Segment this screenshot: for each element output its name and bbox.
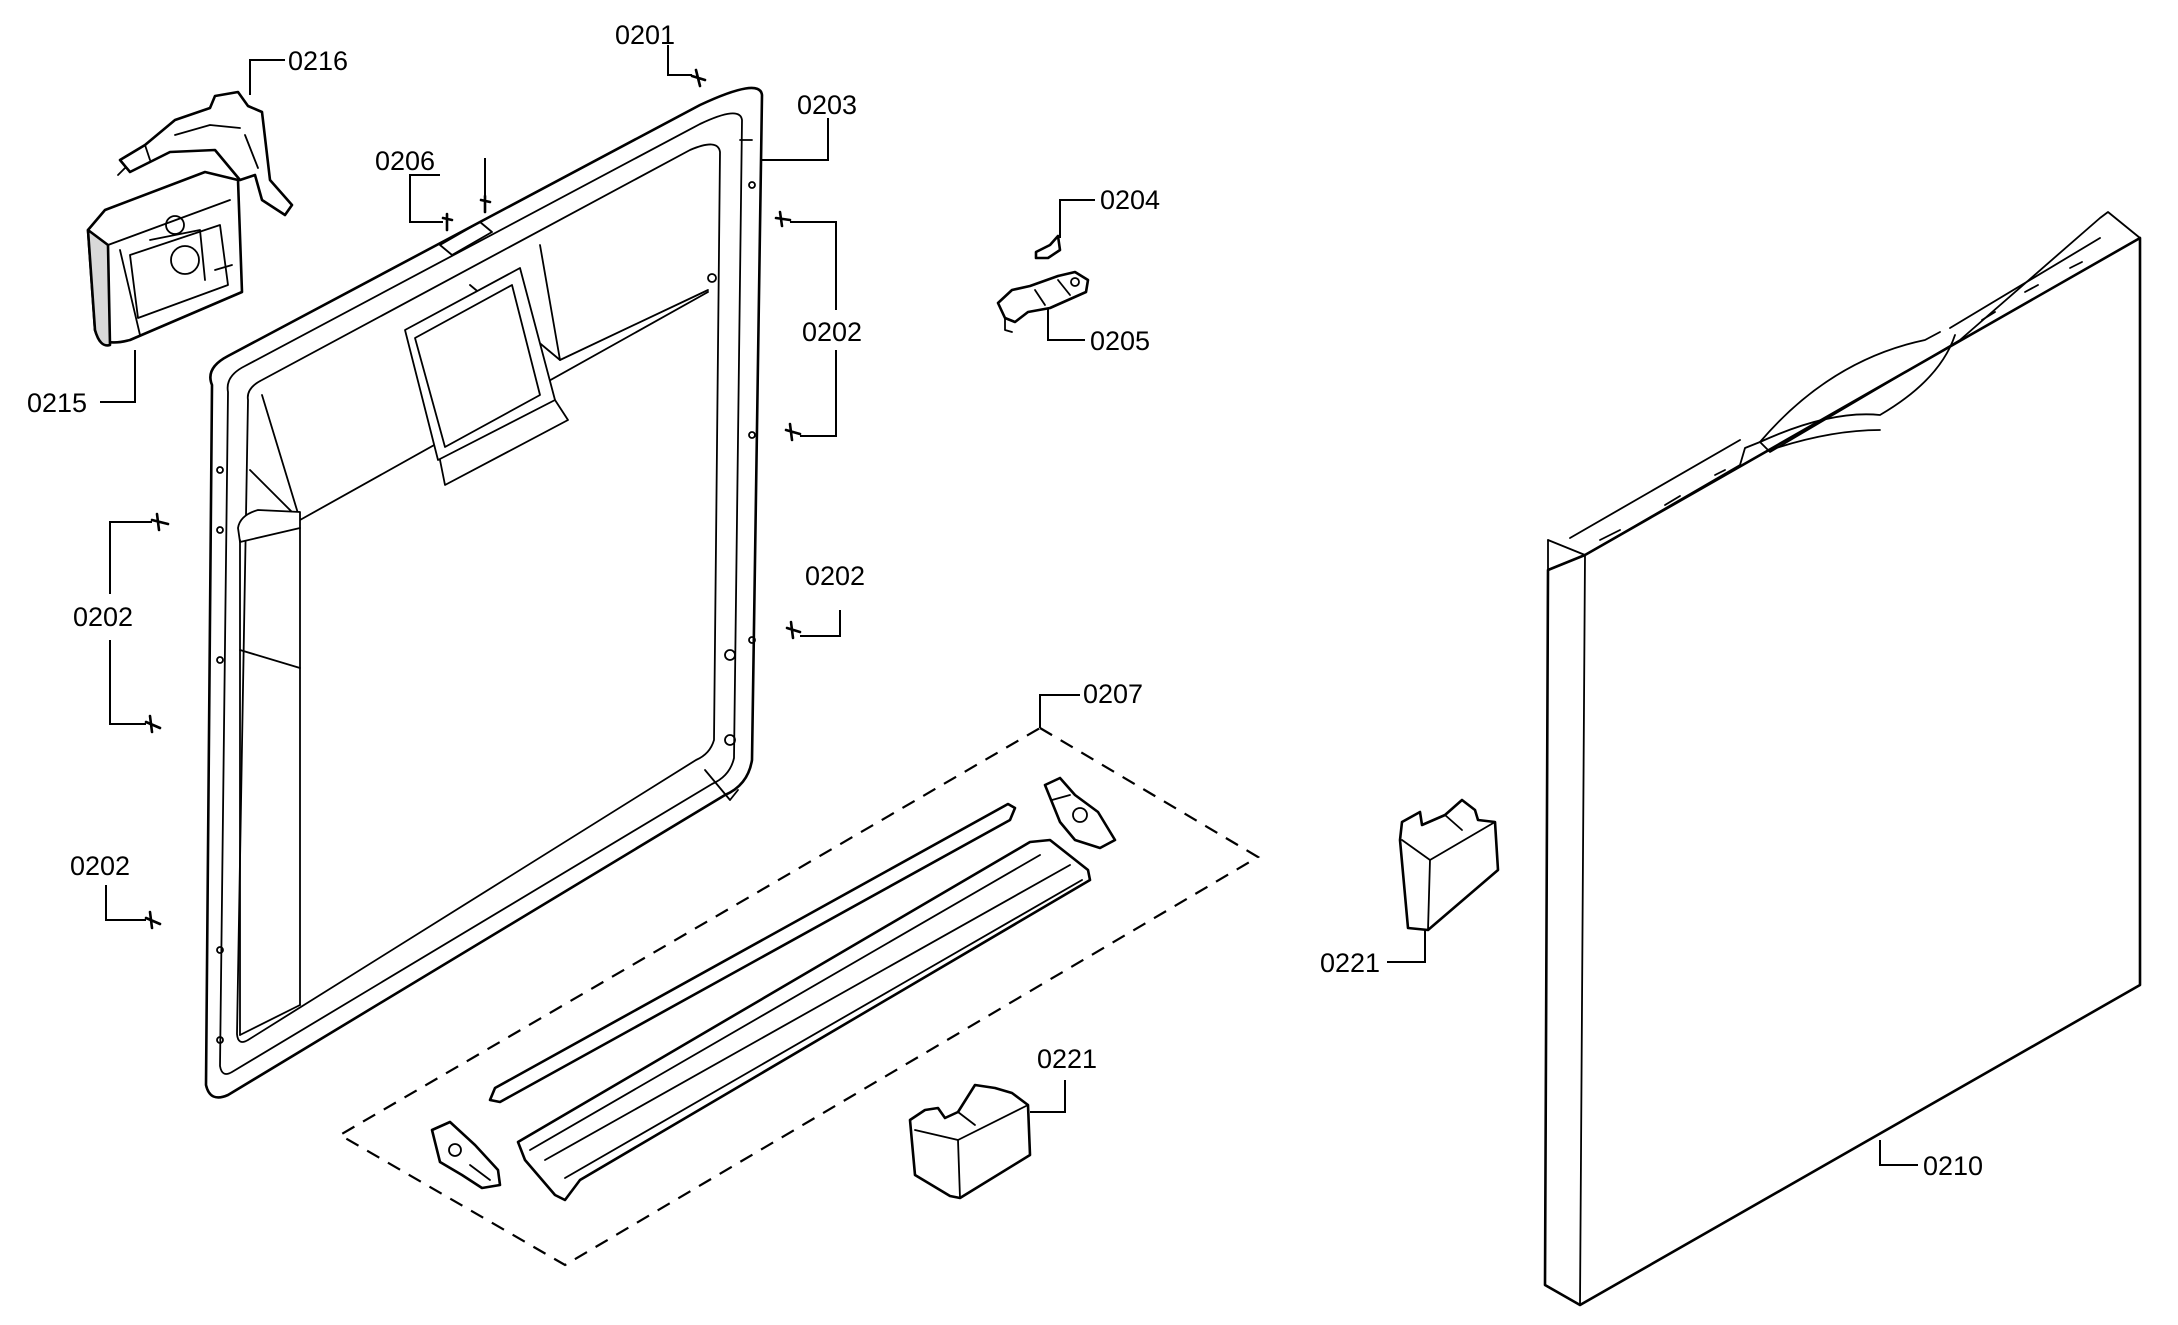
callout-0202-bottom: 0202 (70, 851, 130, 881)
inner-door-frame (204, 86, 764, 1099)
callout-0215: 0215 (27, 388, 87, 418)
callout-0216: 0216 (288, 46, 348, 76)
hinge-bracket-left (430, 1120, 502, 1190)
callout-0203: 0203 (797, 90, 857, 120)
spacer-block-bottom (908, 1083, 1032, 1200)
seal-kit-outline (337, 726, 1261, 1267)
latch-bracket (117, 90, 294, 217)
leader-lines (100, 45, 1918, 1166)
callout-0221-right: 0221 (1320, 948, 1380, 978)
spacer-block-right (1398, 798, 1500, 932)
bottom-seal-strip (488, 802, 1017, 1104)
hinge-bracket-right (1043, 776, 1117, 850)
callout-0221-bottom: 0221 (1037, 1044, 1097, 1074)
screw-0201 (690, 68, 707, 88)
callout-0202-top: 0202 (802, 317, 862, 347)
screw-0202-left-a (150, 512, 170, 532)
callout-0204: 0204 (1100, 185, 1160, 215)
callout-0206: 0206 (375, 146, 435, 176)
callout-0205: 0205 (1090, 326, 1150, 356)
door-switch (996, 270, 1090, 333)
callout-labels: 0201 0216 0203 0206 0204 0202 0205 0215 … (27, 20, 1983, 1181)
screw-0202-top-a (774, 210, 792, 228)
screw-0202-top-b (784, 422, 802, 442)
screw-0202-left-b (144, 714, 162, 734)
detergent-dispenser (86, 170, 244, 347)
screw-0206-a (441, 212, 454, 232)
switch-clip (1034, 234, 1062, 260)
callout-0202-mid: 0202 (805, 561, 865, 591)
screw-0202-mid (785, 620, 802, 640)
screw-0206-b (479, 194, 492, 214)
callout-0207: 0207 (1083, 679, 1143, 709)
screw-0202-bottom (144, 910, 162, 930)
outer-door-panel (1543, 211, 2142, 1307)
bottom-seal-channel (516, 838, 1092, 1202)
callout-0202-left: 0202 (73, 602, 133, 632)
callout-0201: 0201 (615, 20, 675, 50)
callout-0210: 0210 (1923, 1151, 1983, 1181)
